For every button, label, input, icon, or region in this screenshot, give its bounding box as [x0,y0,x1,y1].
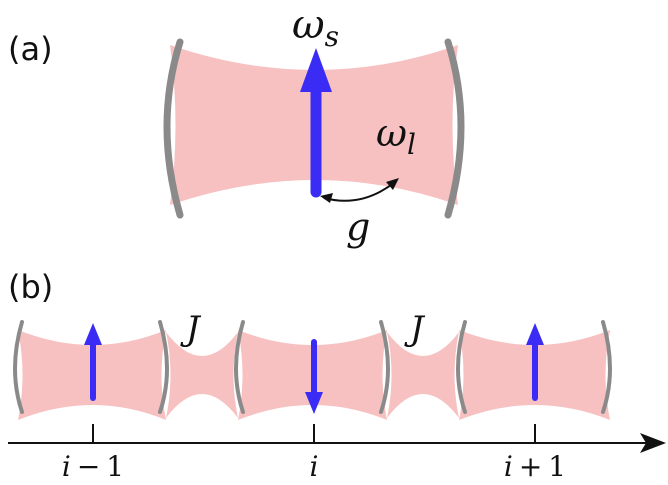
hopping-j-label-left: J [180,309,202,349]
site-label-i: i [310,450,319,483]
omega-s-label: ωs [292,2,339,53]
coupling-g-arrowhead-right [386,178,399,190]
site-label-i-1: i−1 [62,450,124,483]
panel-a-label: (a) [8,30,53,68]
cavity-a-right-mirror [444,38,465,219]
coupling-region-right [387,332,459,418]
cavity-b1-right-mirror [158,320,169,414]
cavity-b2-right-mirror [379,320,390,414]
cavity-a-left-mirror [163,38,184,219]
cavity-b3-left-mirror [456,320,467,414]
panel-b: (b) J J [8,268,666,483]
site-label-i+1: i+1 [504,450,566,483]
hopping-j-label-right: J [404,309,426,349]
spin-site-i+1 [526,323,544,401]
coupling-g-arrowhead-left [320,193,333,203]
panel-a: (a) ωs ωl g [8,2,465,249]
spin-site-i [305,339,323,414]
lattice-axis-arrowhead [640,433,666,453]
panel-b-label: (b) [8,268,53,306]
omega-l-label: ωl [376,111,416,161]
cavity-b3-right-mirror [601,320,612,414]
coupling-g-label: g [346,205,370,249]
spin-site-i-1 [84,323,102,401]
spin-a-arrow-head [300,48,332,92]
cavity-b1-left-mirror [13,320,24,414]
coupling-region-left [166,332,238,418]
cavity-b2-left-mirror [234,320,245,414]
